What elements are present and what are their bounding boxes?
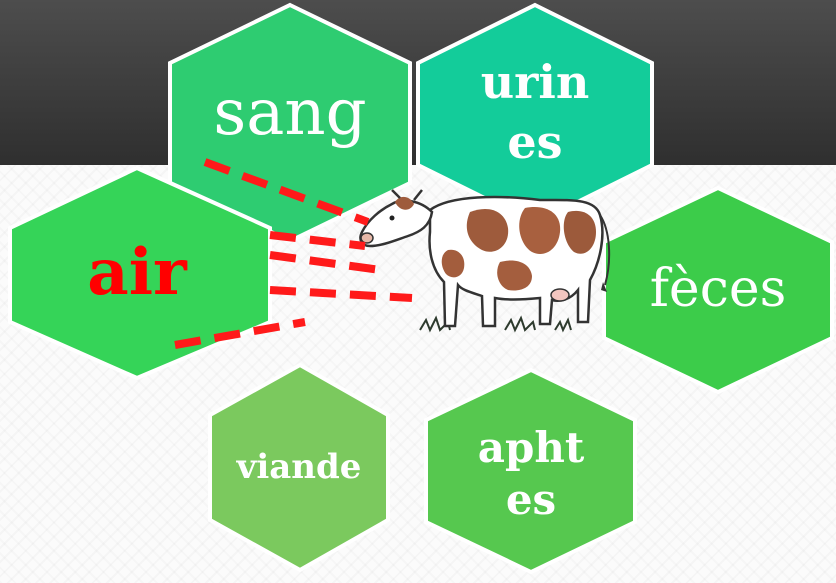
hex-urines-label-line1: urin: [481, 55, 590, 109]
hex-aphtes-label-line1: apht: [478, 423, 585, 472]
hex-urines: urin es: [416, 2, 654, 226]
hex-aphtes: apht es: [424, 367, 637, 575]
cow-icon: [359, 189, 611, 333]
hex-feces-label: fèces: [650, 259, 787, 319]
hex-aphtes-label-line2: es: [506, 475, 556, 524]
hex-sang-label: sang: [213, 76, 366, 150]
transmission-arrows: [174, 158, 413, 349]
hex-feces: fèces: [602, 185, 834, 395]
hex-air: air: [8, 165, 272, 381]
hex-viande-label: viande: [236, 447, 362, 487]
hex-viande: viande: [208, 362, 390, 573]
hex-urines-label-line2: es: [507, 115, 562, 169]
hex-air-label: air: [87, 235, 188, 310]
